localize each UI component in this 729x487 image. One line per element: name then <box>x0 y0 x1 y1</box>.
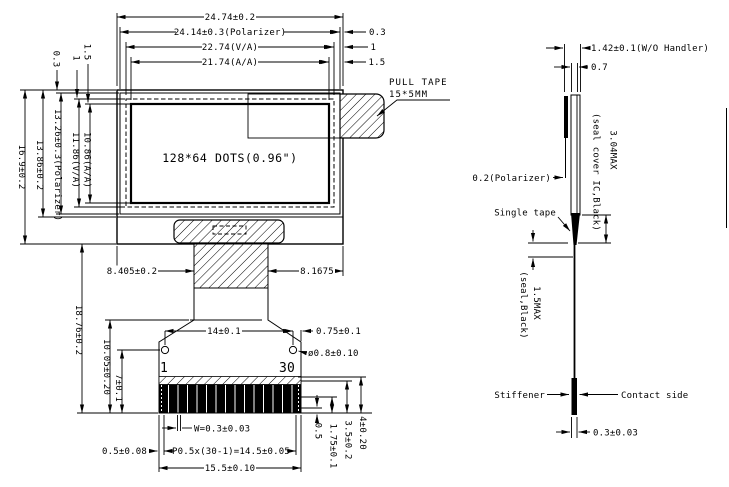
side-bottom-dimensions: 0.3±0.03 <box>556 417 638 439</box>
dim-stiffener-height: 4±0.20 <box>357 416 367 450</box>
dim-flex-total-length: 18.76±0.2 <box>73 305 83 356</box>
side-seal-wedge <box>571 213 580 245</box>
dim-glass-thickness: 0.7 <box>591 63 608 73</box>
front-view: 1 30 128*64 DOTS(0.96") PULL TAPE <box>16 11 450 474</box>
side-glass-outline <box>570 94 581 216</box>
dim-va-width: 22.74(V/A) <box>202 43 258 53</box>
pull-tape-tab <box>339 93 385 139</box>
dim-seal-ic-note: (seal cover IC,Black) <box>591 113 601 231</box>
dim-contact-length: 1.75±0.1 <box>328 424 338 469</box>
dim-aa-height: 10.86(A/A) <box>82 132 92 188</box>
dim-va-height: 11.86(V/A) <box>70 132 80 188</box>
dim-va-top-margin: 1 <box>71 55 81 61</box>
dim-fold-length: 10.05±0.20 <box>101 339 111 395</box>
dim-polarizer-top-margin: 0.3 <box>51 51 61 68</box>
dim-seal: 1.5MAX <box>531 286 541 320</box>
hole-right <box>288 345 298 355</box>
dim-strip-height: 3.5±0.2 <box>343 420 353 459</box>
flex-strip-hatched <box>193 243 269 289</box>
dim-tab-right-offset: 8.1675 <box>300 267 334 277</box>
contact-strip <box>159 384 301 413</box>
dim-seal-note: (seal,Black) <box>518 271 528 338</box>
active-area-outline <box>129 102 331 205</box>
front-left-dimensions: 16.9±0.2 13.86±0.2 13.26±0.3(Polarizer) … <box>16 44 130 245</box>
dim-va-margin: 1 <box>371 43 377 53</box>
dim-stiffener-thickness: 0.3±0.03 <box>593 429 638 439</box>
dim-overall-width: 24.74±0.2 <box>205 13 256 23</box>
contact-side-label: Contact side <box>621 391 688 401</box>
dim-tab-left-offset: 8.405±0.2 <box>107 267 158 277</box>
flex-left-dimensions: 18.76±0.2 10.05±0.20 7±0.1 <box>73 244 189 414</box>
side-seal-dimensions: 3.04MAX (seal cover IC,Black) 1.5MAX (se… <box>518 113 618 339</box>
contact-pin-separators <box>161 385 299 413</box>
pull-tape-callout: PULL TAPE 15*5MM <box>376 78 450 117</box>
stiffener-label: Stiffener <box>494 391 545 401</box>
side-view: 1.42±0.1(W/O Handler) 0.7 3.04MAX (seal … <box>472 44 727 439</box>
side-stiffener-bar <box>571 378 577 415</box>
pin-number-last: 30 <box>279 361 295 376</box>
dim-flex-width: 15.5±0.10 <box>205 464 256 474</box>
dim-aa-width: 21.74(A/A) <box>202 58 258 68</box>
pull-tape-label-line1: PULL TAPE <box>389 78 448 88</box>
hole-dimensions: 14±0.1 0.75±0.1 ø0.8±0.10 <box>164 325 361 359</box>
display-size-label: 128*64 DOTS(0.96") <box>162 151 297 165</box>
dim-pin-margin: 0.5±0.08 <box>102 447 147 457</box>
dim-polarizer-height: 13.26±0.3(Polarizer) <box>52 109 62 221</box>
polarizer-outline <box>119 92 341 215</box>
contact-right-dimensions: 0.5 1.75±0.1 3.5±0.2 4±0.20 <box>298 376 372 469</box>
hole-left <box>160 345 170 355</box>
pin-number-first: 1 <box>160 361 168 376</box>
contact-hatch-band <box>158 376 302 385</box>
single-tape-label: Single tape <box>494 209 556 219</box>
dim-polarizer-margin: 0.3 <box>369 28 386 38</box>
dim-hole-pitch: 14±0.1 <box>207 327 241 337</box>
dim-lid-height: 13.86±0.2 <box>34 140 44 191</box>
ic-tab-slot <box>212 225 247 235</box>
dim-pin-width: W=0.3±0.03 <box>194 425 250 435</box>
pull-tape-region <box>247 93 341 139</box>
dim-hole-to-bottom: 7±0.1 <box>113 374 123 402</box>
dim-seal-ic: 3.04MAX <box>608 130 618 170</box>
dim-hole-edge-offset: 0.75±0.1 <box>316 327 361 337</box>
dim-aa-top-margin: 1.5 <box>82 44 92 61</box>
side-top-dimensions: 1.42±0.1(W/O Handler) 0.7 <box>546 44 709 92</box>
front-tab-dimensions: 8.405±0.2 8.1675 <box>106 246 344 277</box>
side-callouts: 0.2(Polarizer) Single tape Stiffener Con… <box>472 174 688 401</box>
dim-contact-margin: 0.5 <box>313 423 323 440</box>
dim-polarizer-thickness: 0.2(Polarizer) <box>472 174 551 184</box>
dim-aa-margin: 1.5 <box>369 58 386 68</box>
front-view-body: 1 30 128*64 DOTS(0.96") <box>116 89 385 414</box>
pull-tape-label-line2: 15*5MM <box>389 90 428 100</box>
dim-polarizer-width: 24.14±0.3(Polarizer) <box>174 28 286 38</box>
dim-hole-diameter: ø0.8±0.10 <box>308 349 359 359</box>
ic-tab <box>173 219 285 244</box>
viewing-area-outline <box>125 98 335 208</box>
dim-overall-height: 16.9±0.2 <box>16 145 26 190</box>
front-top-dimensions: 24.74±0.2 24.14±0.3(Polarizer) 22.74(V/A… <box>116 11 386 100</box>
contact-bottom-dimensions: W=0.3±0.03 0.5±0.08 P0.5x(30-1)=14.5±0.0… <box>102 415 302 474</box>
pull-tape-leader <box>376 99 450 117</box>
dim-total-thickness: 1.42±0.1(W/O Handler) <box>591 44 709 54</box>
side-view-body <box>564 94 727 415</box>
dim-pin-pitch: P0.5x(30-1)=14.5±0.05 <box>172 447 290 457</box>
